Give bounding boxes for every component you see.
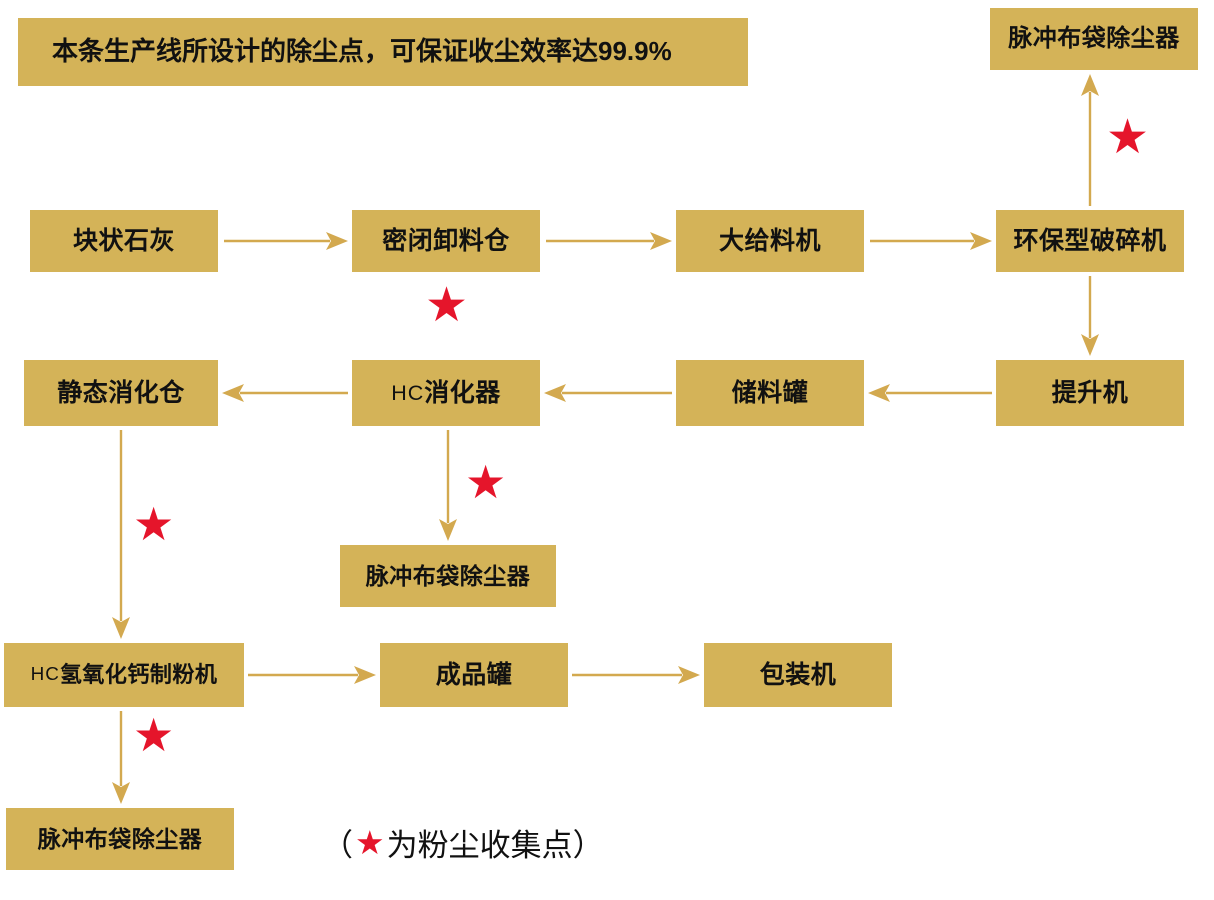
node-label: 氢氧化钙制粉机	[59, 662, 218, 688]
node-label: 块状石灰	[72, 226, 175, 255]
arrow-powder-to-dust-bottom	[112, 711, 130, 804]
node-static-digestion-bin[interactable]: 静态消化仓	[24, 360, 218, 426]
arrow-elevator-to-storage	[868, 384, 992, 402]
node-dust-collector-top[interactable]: 脉冲布袋除尘器	[990, 8, 1198, 70]
arrow-storage-to-digester	[544, 384, 672, 402]
node-label: 成品罐	[435, 660, 513, 689]
node-elevator[interactable]: 提升机	[996, 360, 1184, 426]
arrow-digester-to-static-bin	[222, 384, 348, 402]
dust-point-star-icon: ★	[425, 277, 469, 333]
node-sealed-discharge-bin[interactable]: 密闭卸料仓	[352, 210, 540, 272]
legend-open-paren: （	[322, 828, 353, 863]
legend-close-paren: ）	[572, 828, 604, 863]
arrow-finished-to-packaging	[572, 666, 700, 684]
node-label: 静态消化仓	[57, 378, 185, 407]
node-label: 脉冲布袋除尘器	[365, 562, 531, 589]
title-banner: 本条生产线所设计的除尘点，可保证收尘效率达99.9%	[18, 18, 748, 86]
node-finished-tank[interactable]: 成品罐	[380, 643, 568, 707]
dust-point-star-icon: ★	[465, 455, 507, 509]
arrow-bin-to-feeder	[546, 232, 672, 250]
node-label: 脉冲布袋除尘器	[1008, 25, 1180, 53]
node-label: 大给料机	[718, 226, 821, 255]
legend-star-icon: ★	[355, 824, 385, 861]
node-dust-collector-bottom[interactable]: 脉冲布袋除尘器	[6, 808, 234, 870]
arrow-lime-to-bin	[224, 232, 348, 250]
node-label-prefix: HC	[30, 664, 60, 686]
dust-point-star-icon: ★	[133, 497, 175, 551]
dust-point-star-icon: ★	[133, 708, 175, 762]
node-packaging-machine[interactable]: 包装机	[704, 643, 892, 707]
node-label: 包装机	[759, 660, 837, 689]
arrow-static-bin-to-powder	[112, 430, 130, 639]
legend-text: 为粉尘收集点	[386, 828, 573, 863]
arrow-powder-to-finished	[248, 666, 376, 684]
dust-point-star-icon: ★	[1106, 109, 1150, 165]
node-storage-tank[interactable]: 储料罐	[676, 360, 864, 426]
node-label-prefix: HC	[391, 380, 425, 405]
legend: （ ★ 为粉尘收集点 ）	[322, 820, 604, 865]
node-label: 脉冲布袋除尘器	[37, 825, 203, 852]
node-eco-crusher[interactable]: 环保型破碎机	[996, 210, 1184, 272]
node-label: 密闭卸料仓	[382, 226, 510, 255]
node-dust-collector-mid[interactable]: 脉冲布袋除尘器	[340, 545, 556, 607]
node-label: 储料罐	[731, 378, 809, 407]
node-large-feeder[interactable]: 大给料机	[676, 210, 864, 272]
node-label: 环保型破碎机	[1013, 226, 1167, 255]
node-block-lime[interactable]: 块状石灰	[30, 210, 218, 272]
arrow-crusher-to-dust-top	[1081, 74, 1099, 206]
arrow-digester-to-dust-mid	[439, 430, 457, 541]
node-label: 提升机	[1051, 378, 1129, 407]
arrow-feeder-to-crusher	[870, 232, 992, 250]
arrow-crusher-to-elevator	[1081, 276, 1099, 356]
node-label: 消化器	[424, 378, 501, 407]
